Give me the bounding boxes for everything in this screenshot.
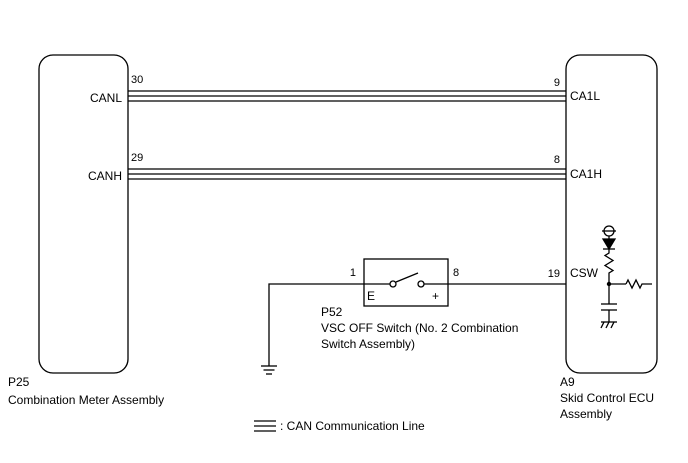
switch-wiring xyxy=(268,283,566,366)
switch-terminal-e: E xyxy=(367,289,375,303)
right-component-name-line2: Assembly xyxy=(560,407,612,421)
ground-symbol xyxy=(261,365,277,375)
switch-contact-symbol xyxy=(364,272,448,288)
switch-terminal-plus: + xyxy=(432,289,439,303)
ecu-internal-circuit xyxy=(600,225,652,329)
right-signal-ca1h: CA1H xyxy=(570,167,602,181)
can-low-line xyxy=(128,90,566,102)
can-high-line xyxy=(128,168,566,180)
right-component-name-line1: Skid Control ECU xyxy=(560,391,654,405)
right-pin-9: 9 xyxy=(554,77,560,89)
legend-text: : CAN Communication Line xyxy=(280,419,425,433)
can-line-legend-symbol xyxy=(254,420,276,432)
switch-name-line1: VSC OFF Switch (No. 2 Combination xyxy=(321,321,518,335)
combination-meter-box xyxy=(38,54,129,374)
switch-pin-8: 8 xyxy=(453,267,459,279)
right-pin-19: 19 xyxy=(548,268,560,280)
right-signal-csw: CSW xyxy=(570,266,599,280)
switch-pin-1: 1 xyxy=(350,267,356,279)
left-pin-29: 29 xyxy=(131,152,143,164)
ecu-junction-dot xyxy=(606,281,612,287)
left-signal-canh: CANH xyxy=(88,169,122,183)
right-component-code: A9 xyxy=(560,375,575,389)
left-component-code: P25 xyxy=(8,375,30,389)
right-signal-ca1l: CA1L xyxy=(570,89,600,103)
switch-code: P52 xyxy=(321,305,343,319)
skid-control-ecu-box xyxy=(565,54,658,374)
left-pin-30: 30 xyxy=(131,74,143,86)
switch-name-line2: Switch Assembly) xyxy=(321,337,415,351)
right-pin-8: 8 xyxy=(554,154,560,166)
left-signal-canl: CANL xyxy=(90,91,122,105)
left-component-name: Combination Meter Assembly xyxy=(8,393,164,407)
vsc-off-switch-box xyxy=(363,258,449,307)
